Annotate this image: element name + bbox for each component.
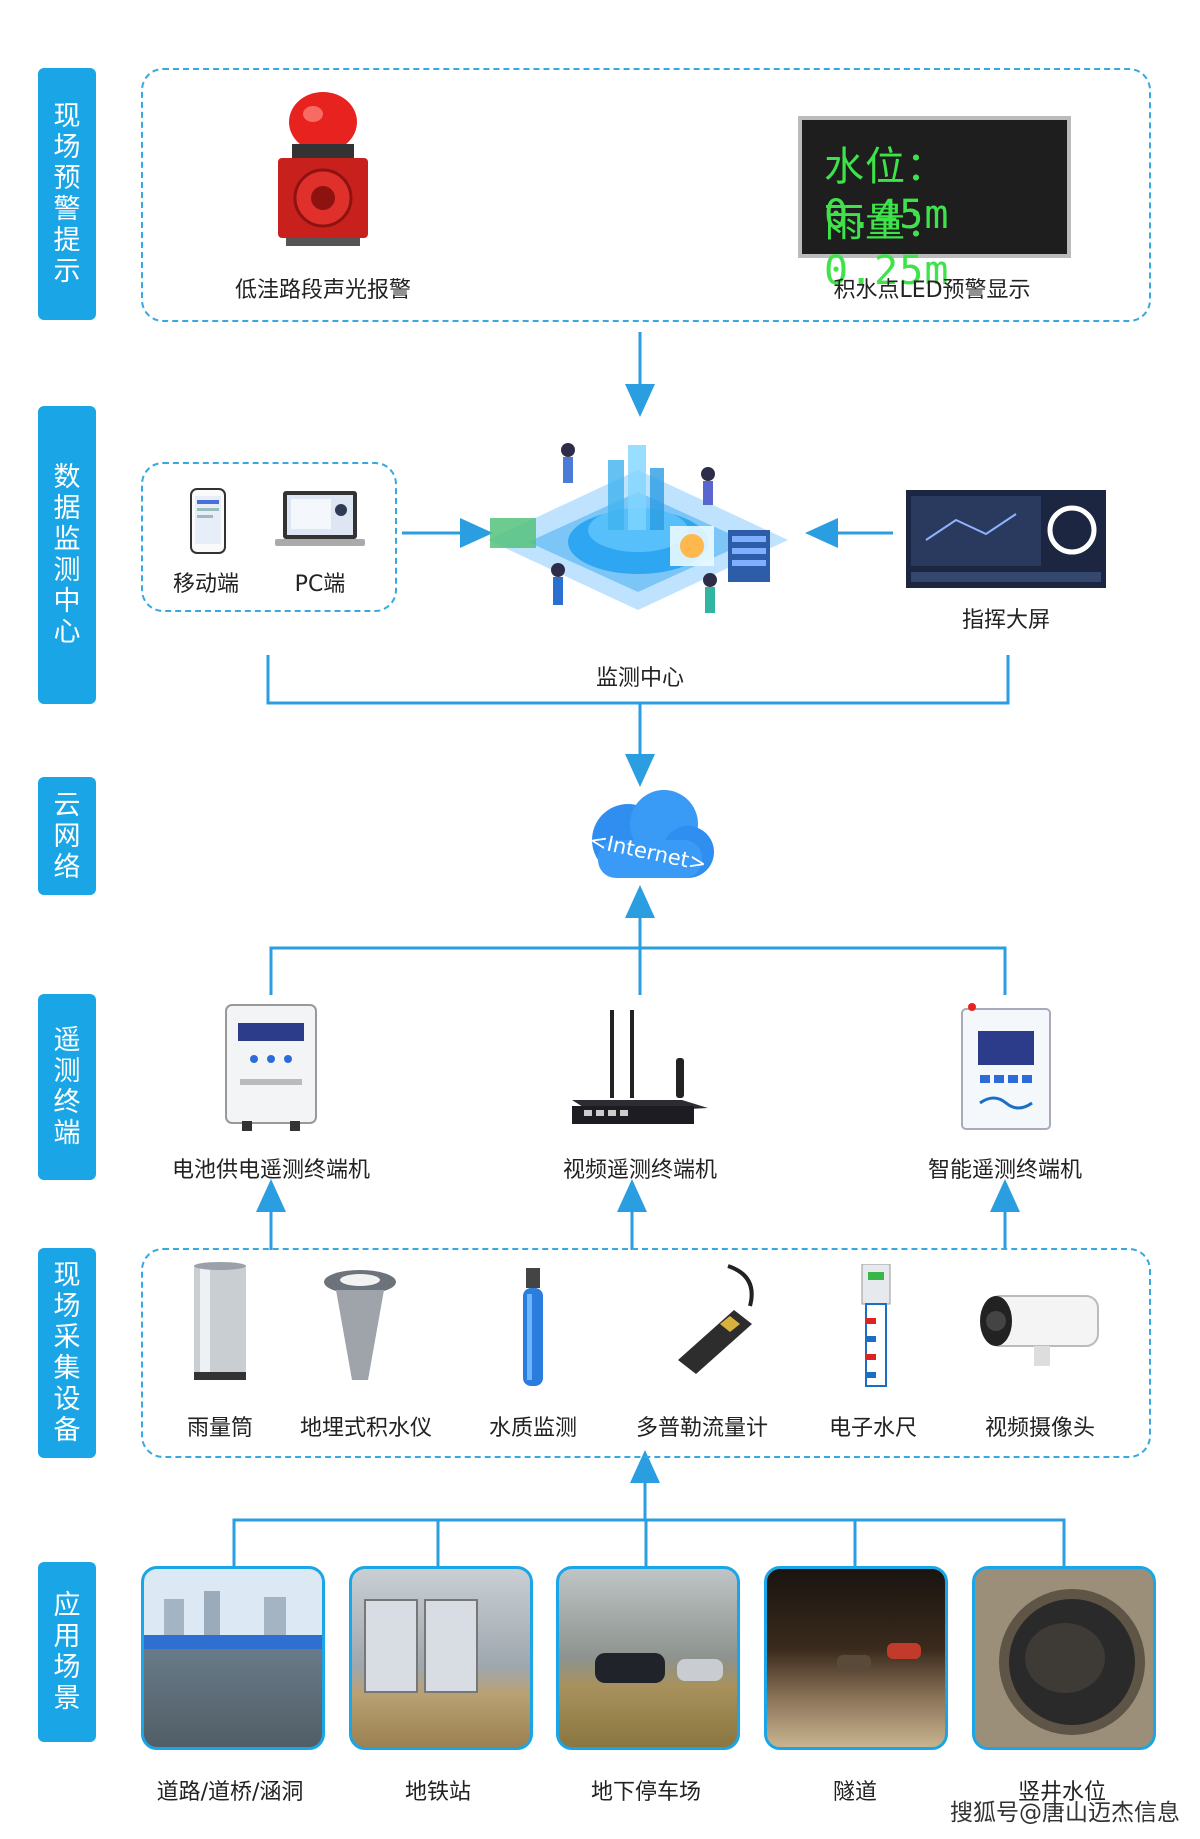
led-caption: 积水点LED预警显示: [833, 278, 1031, 303]
scene-road-bridge-image: [141, 1566, 325, 1750]
center-caption: 监测中心: [595, 666, 685, 691]
battery-terminal-icon: [225, 1004, 317, 1131]
warning-box: [141, 68, 1151, 322]
section-label-warning: 现场预警提示: [38, 68, 96, 320]
monitoring-center-illustration: [488, 443, 788, 613]
mobile-phone-icon: [190, 488, 226, 554]
video-terminal-router-icon: [572, 1010, 708, 1124]
led-line-rainfall: 雨量：0.25m: [824, 200, 950, 294]
siren-alarm-icon: [278, 92, 368, 246]
command-big-screen-icon: [906, 490, 1106, 588]
scene-parking-image: [556, 1566, 740, 1750]
terminal-caption-smart: 智能遥测终端机: [927, 1158, 1083, 1183]
doppler-flowmeter-icon: [678, 1264, 754, 1374]
section-label-scenarios: 应用场景: [38, 1562, 96, 1742]
rain-gauge-icon: [194, 1262, 246, 1380]
alarm-caption: 低洼路段声光报警: [234, 278, 412, 303]
led-line-water-level: 水位：0.45m: [824, 144, 950, 238]
terminal-caption-battery: 电池供电遥测终端机: [171, 1158, 371, 1183]
led-display: 水位：0.45m 雨量：0.25m: [798, 116, 1071, 294]
buried-water-logger-icon: [324, 1270, 396, 1380]
scene-caption-parking: 地下停车场: [590, 1780, 702, 1805]
device-caption-rain-gauge: 雨量筒: [186, 1416, 254, 1441]
section-label-telemetry: 遥测终端: [38, 994, 96, 1180]
screen-caption: 指挥大屏: [961, 608, 1051, 633]
devices-box: [141, 1248, 1151, 1458]
section-label-collection: 现场采集设备: [38, 1248, 96, 1458]
electronic-water-gauge-icon: [861, 1264, 891, 1387]
watermark: 搜狐号@唐山迈杰信息: [950, 1800, 1180, 1826]
scene-shaft-image: [972, 1566, 1156, 1750]
clients-box: [141, 462, 397, 612]
scene-caption-tunnel: 隧道: [832, 1780, 878, 1805]
water-quality-probe-icon: [523, 1268, 543, 1386]
section-label-cloud: 云网络: [38, 777, 96, 895]
device-caption-buried-logger: 地埋式积水仪: [299, 1416, 433, 1441]
scene-caption-road: 道路/道桥/涵洞: [156, 1780, 304, 1805]
mobile-caption: 移动端: [172, 572, 240, 597]
pc-caption: PC端: [294, 572, 346, 597]
device-caption-water-gauge: 电子水尺: [828, 1416, 918, 1441]
device-caption-camera: 视频摄像头: [984, 1416, 1096, 1441]
scene-subway-image: [349, 1566, 533, 1750]
terminal-caption-video: 视频遥测终端机: [562, 1158, 718, 1183]
section-label-monitor: 数据监测中心: [38, 406, 96, 704]
scene-caption-shaft: 竖井水位: [1017, 1780, 1107, 1805]
cloud-icon: [592, 790, 714, 878]
device-caption-doppler: 多普勒流量计: [635, 1416, 769, 1441]
device-caption-water-quality: 水质监测: [488, 1416, 578, 1441]
scene-tunnel-image: [764, 1566, 948, 1750]
video-camera-icon: [980, 1295, 1099, 1366]
scene-caption-subway: 地铁站: [404, 1780, 472, 1805]
pc-laptop-icon: [275, 491, 365, 546]
smart-terminal-icon: [961, 1003, 1051, 1130]
